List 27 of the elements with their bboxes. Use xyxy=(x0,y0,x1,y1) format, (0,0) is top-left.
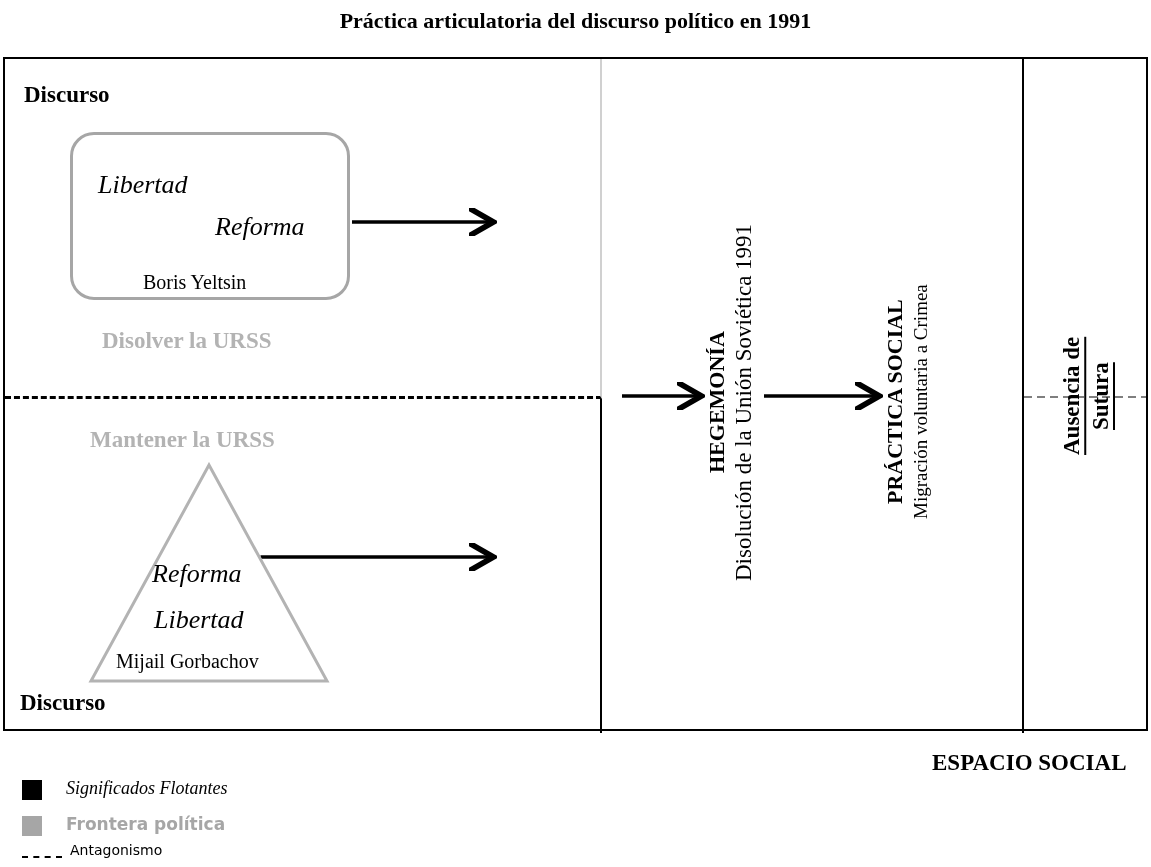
legend-label: Frontera política xyxy=(66,815,226,834)
arrow xyxy=(260,540,497,574)
signifier-label: Libertad xyxy=(154,606,244,635)
block-text: Migración voluntaria a Crimea xyxy=(908,284,932,520)
panel-heading: Discurso xyxy=(24,82,110,108)
block-heading: PRÁCTICA SOCIAL xyxy=(881,299,909,505)
leader-name: Mijail Gorbachov xyxy=(116,650,259,672)
signifier-label: Reforma xyxy=(215,213,305,242)
arrow xyxy=(352,205,497,239)
legend-label: Significados Flotantes xyxy=(66,779,228,799)
legend-label: Antagonismo xyxy=(70,843,163,859)
signifier-label: Libertad xyxy=(98,171,188,200)
signifier-triangle xyxy=(88,462,330,684)
arrow xyxy=(764,379,883,413)
leader-name: Boris Yeltsin xyxy=(143,271,247,293)
frontier-label: Disolver la URSS xyxy=(102,328,272,354)
frontier-label: Mantener la URSS xyxy=(90,427,275,453)
diagram-title: Práctica articulatoria del discurso político en 1991 xyxy=(338,8,813,34)
signifier-box xyxy=(70,132,350,300)
arrow xyxy=(622,379,705,413)
column-label: Ausencia de Sutura xyxy=(1058,335,1114,458)
panel-heading: Discurso xyxy=(20,690,106,716)
discourse-panel xyxy=(5,59,602,399)
block-text: Disolución de la Unión Soviética 1991 xyxy=(730,223,758,581)
signifier-label: Reforma xyxy=(152,560,242,589)
frame-heading: ESPACIO SOCIAL xyxy=(932,750,1127,776)
block-heading: HEGEMONÍA xyxy=(702,331,730,473)
